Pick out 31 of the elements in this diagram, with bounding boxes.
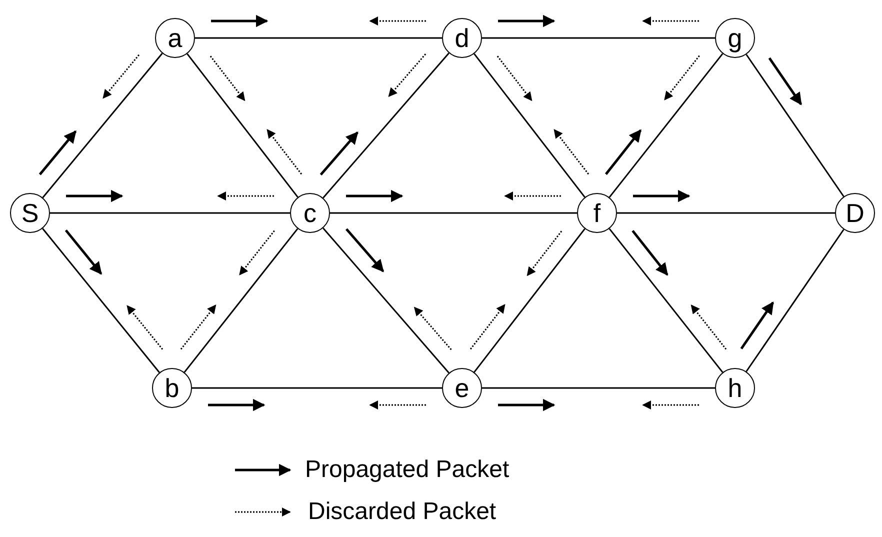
node-circle: e xyxy=(442,368,482,408)
connector-line xyxy=(322,228,450,374)
node-circle: f xyxy=(577,193,617,233)
legend-label: Propagated Packet xyxy=(305,456,510,484)
connector-line xyxy=(186,53,298,198)
connector-line xyxy=(474,228,586,373)
connector-line xyxy=(184,228,298,373)
legend-label: Discarded Packet xyxy=(308,498,496,526)
connector-line xyxy=(322,52,450,198)
node-circle: a xyxy=(155,18,195,58)
connector-line xyxy=(474,53,586,198)
connector-line xyxy=(617,212,835,214)
node-circle: S xyxy=(10,193,50,233)
connector-line xyxy=(746,54,844,197)
connector-line xyxy=(482,387,715,389)
connector-line xyxy=(42,228,160,373)
node-circle: g xyxy=(715,18,755,58)
connector-line xyxy=(608,228,724,373)
connector-line xyxy=(195,37,442,39)
connector-line xyxy=(192,387,442,389)
node-circle: d xyxy=(442,18,482,58)
node-circle: D xyxy=(835,193,875,233)
connector-line xyxy=(482,37,715,39)
node-circle: c xyxy=(290,193,330,233)
connector-line xyxy=(746,229,844,372)
node-circle: b xyxy=(152,368,192,408)
node-circle: h xyxy=(715,368,755,408)
connector-line xyxy=(50,212,290,214)
connector-line xyxy=(42,52,163,198)
connector-line xyxy=(608,53,724,198)
connector-line xyxy=(330,212,577,214)
